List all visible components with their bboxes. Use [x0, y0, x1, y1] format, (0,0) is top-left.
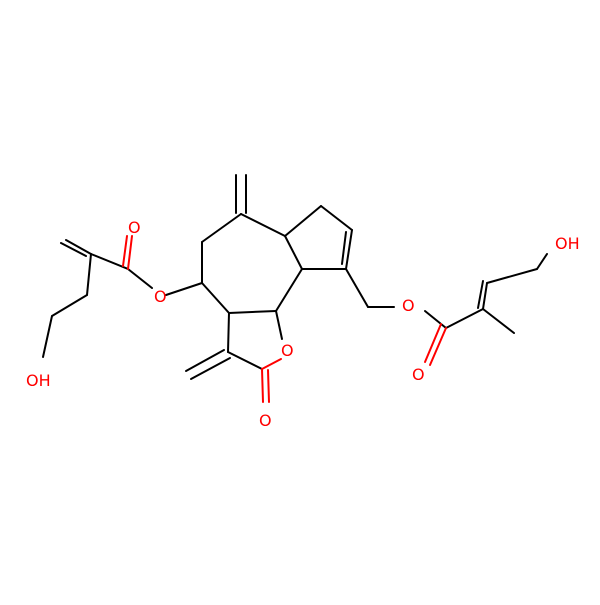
- bond-c3r-c4r: [486, 268, 538, 284]
- double-bond-exocyclic-bottom-b: [190, 357, 231, 380]
- bond-oester-c1r: [424, 310, 447, 329]
- bonds: [42, 205, 548, 370]
- bond-c7-c8: [320, 205, 353, 231]
- atom-labels: OH O O O O OH O O: [26, 218, 580, 430]
- bond-c6a-c7: [284, 205, 322, 237]
- bond-lactone-carbonyl-b: [267, 369, 270, 403]
- bond-c8-c9: [345, 229, 353, 270]
- double-bond-right-alkene: [477, 280, 484, 309]
- bond-c1r-c2r: [445, 308, 484, 329]
- bond-c5-c6: [201, 213, 242, 243]
- bond-c3-c2: [227, 351, 263, 370]
- bond-left-c2-c3: [86, 253, 92, 296]
- bond-c3a-c4: [201, 282, 230, 314]
- bond-c9-ch2: [345, 268, 369, 308]
- bond-right-carbonyl-a: [429, 327, 447, 366]
- double-bond-vinyl-left: [60, 242, 87, 257]
- bond-left-c1-oester: [127, 268, 153, 289]
- bond-c6-c6a: [240, 213, 286, 237]
- atom-o-lactone-carbonyl: O: [259, 411, 272, 430]
- bond-c2-oring: [261, 358, 282, 370]
- bond-left-c3-c4: [51, 294, 88, 317]
- atom-oh-right: OH: [555, 234, 580, 253]
- atom-o-carbonyl-right: O: [412, 365, 425, 384]
- atom-o-ester-right: O: [402, 296, 415, 315]
- bond-c2r-methyl: [482, 308, 515, 334]
- double-bond-ring-c8-c9: [341, 231, 347, 265]
- bond-c9b-c3a: [228, 310, 277, 314]
- bond-c4r-oh: [536, 253, 548, 270]
- bond-left-carbonyl-b: [122, 235, 128, 267]
- bond-left-c4-o: [42, 315, 53, 358]
- bond-c2r-c3r: [482, 282, 488, 310]
- bond-c3a-c3: [227, 312, 230, 353]
- atom-o-carbonyl-left: O: [128, 218, 141, 237]
- bond-c9b-oring: [275, 310, 283, 340]
- double-bonds: [60, 174, 484, 380]
- bond-c9a-c6a: [284, 235, 303, 270]
- bond-lactone-carbonyl-a: [261, 368, 264, 403]
- double-bond-exocyclic-bottom-a: [185, 349, 225, 372]
- bond-left-c2-c1: [90, 253, 129, 270]
- bond-c9a-c9b: [275, 268, 303, 312]
- oxygen-bonds: [122, 235, 447, 403]
- bond-oester-c4: [165, 282, 203, 296]
- atom-o-ring: O: [281, 341, 294, 360]
- atom-oh-left: OH: [26, 371, 51, 390]
- bond-vinyl-left: [65, 239, 92, 255]
- bond-right-carbonyl-b: [424, 323, 442, 363]
- bond-left-carbonyl-a: [127, 235, 133, 270]
- atom-o-ester-left: O: [154, 287, 167, 306]
